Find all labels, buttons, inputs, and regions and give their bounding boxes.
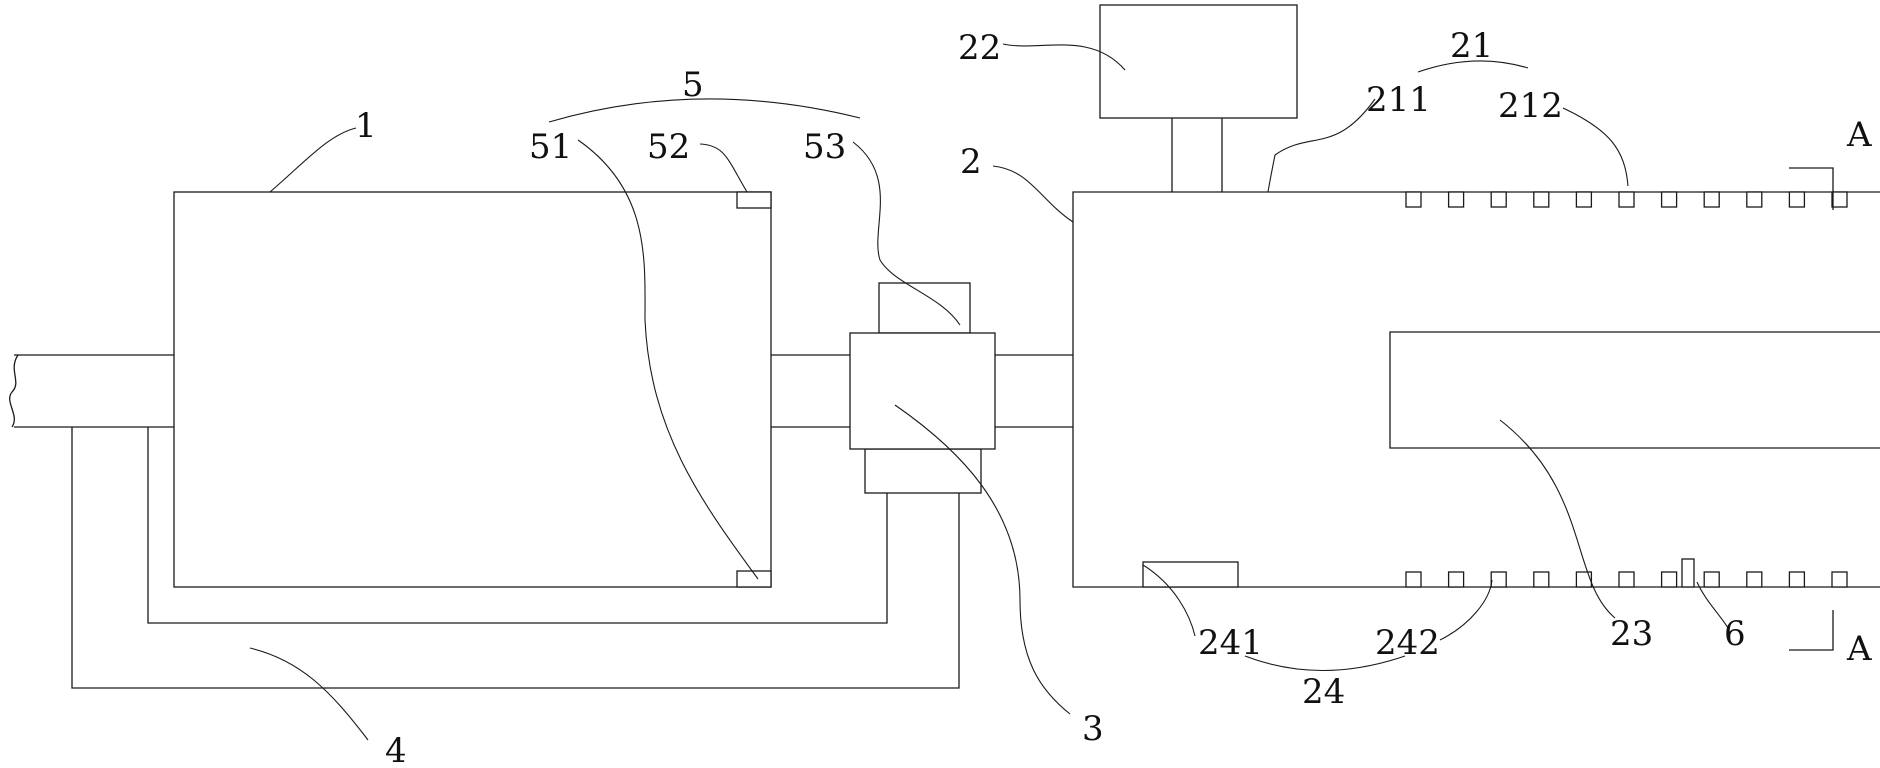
label-53: 53 — [803, 127, 846, 167]
top-square — [1490, 191, 1507, 208]
bottom-square — [1746, 571, 1763, 588]
bottom-square — [1575, 571, 1593, 588]
top-square — [1533, 191, 1550, 208]
label-24: 24 — [1302, 672, 1345, 712]
section-mark-top — [1789, 167, 1834, 210]
bottom-square — [1490, 571, 1507, 588]
label-212: 212 — [1498, 86, 1563, 126]
component-6-pin — [1681, 558, 1695, 588]
leader-3 — [894, 404, 1071, 715]
bottom-square — [1533, 571, 1550, 588]
label-section-top: A — [1846, 115, 1872, 155]
component-4-bypass — [71, 427, 960, 689]
leader-6 — [1696, 581, 1729, 629]
connecting-pipe-left — [771, 354, 850, 428]
top-square — [1575, 191, 1593, 208]
top-square — [1746, 191, 1763, 208]
top-square — [1703, 191, 1720, 208]
top-square — [1788, 191, 1806, 208]
bottom-square — [1831, 571, 1848, 588]
reference-labels: 1 5 51 52 53 2 3 4 22 21 211 212 23 6 24… — [355, 26, 1872, 768]
component-241-block — [1142, 561, 1239, 588]
leader-5-arc — [548, 98, 861, 123]
top-square — [1405, 191, 1422, 208]
leader-241 — [1142, 564, 1196, 637]
label-5: 5 — [682, 65, 704, 105]
label-1: 1 — [355, 106, 377, 146]
bottom-square — [1703, 571, 1720, 588]
bottom-square — [1788, 571, 1806, 588]
label-21: 21 — [1450, 26, 1493, 66]
label-52: 52 — [647, 127, 690, 167]
label-2: 2 — [960, 142, 982, 182]
bottom-square — [1405, 571, 1422, 588]
leader-4 — [249, 647, 369, 741]
inlet-pipe — [9, 354, 174, 428]
label-51: 51 — [529, 127, 572, 167]
top-square — [1831, 191, 1848, 208]
leader-53 — [852, 141, 961, 326]
component-242-squares — [1405, 571, 1848, 588]
leader-51 — [577, 139, 759, 580]
component-23-channel — [1389, 331, 1880, 449]
label-23: 23 — [1610, 614, 1653, 654]
leader-242 — [1439, 579, 1493, 641]
leader-24-arc — [1244, 655, 1406, 671]
component-22 — [1099, 4, 1298, 192]
label-6: 6 — [1724, 614, 1746, 654]
label-4: 4 — [385, 731, 407, 768]
component-3-valve — [849, 282, 996, 494]
leader-21-arc — [1417, 60, 1529, 73]
label-3: 3 — [1082, 709, 1104, 749]
leader-2 — [992, 165, 1074, 223]
leader-lines — [249, 43, 1729, 741]
leader-212 — [1562, 107, 1629, 187]
bottom-square — [1447, 571, 1465, 588]
leader-23 — [1499, 419, 1616, 619]
leader-1 — [269, 127, 357, 193]
leader-211 — [1267, 98, 1376, 193]
label-211: 211 — [1366, 80, 1431, 120]
label-22: 22 — [958, 28, 1001, 68]
bottom-square — [1618, 571, 1635, 588]
component-212-squares — [1405, 191, 1848, 208]
label-section-bottom: A — [1846, 629, 1872, 669]
sensor-52 — [736, 191, 772, 209]
leader-22 — [1002, 43, 1126, 71]
component-2-body — [1072, 191, 1880, 588]
component-1-box — [173, 191, 772, 588]
label-241: 241 — [1198, 623, 1263, 663]
label-242: 242 — [1375, 623, 1440, 663]
top-square — [1660, 191, 1678, 208]
top-square — [1447, 191, 1465, 208]
bottom-square — [1660, 571, 1678, 588]
sensor-51 — [736, 570, 772, 588]
section-mark-bottom — [1789, 610, 1834, 651]
connecting-pipe-right — [995, 354, 1073, 428]
top-square — [1618, 191, 1635, 208]
leader-52 — [699, 143, 748, 193]
